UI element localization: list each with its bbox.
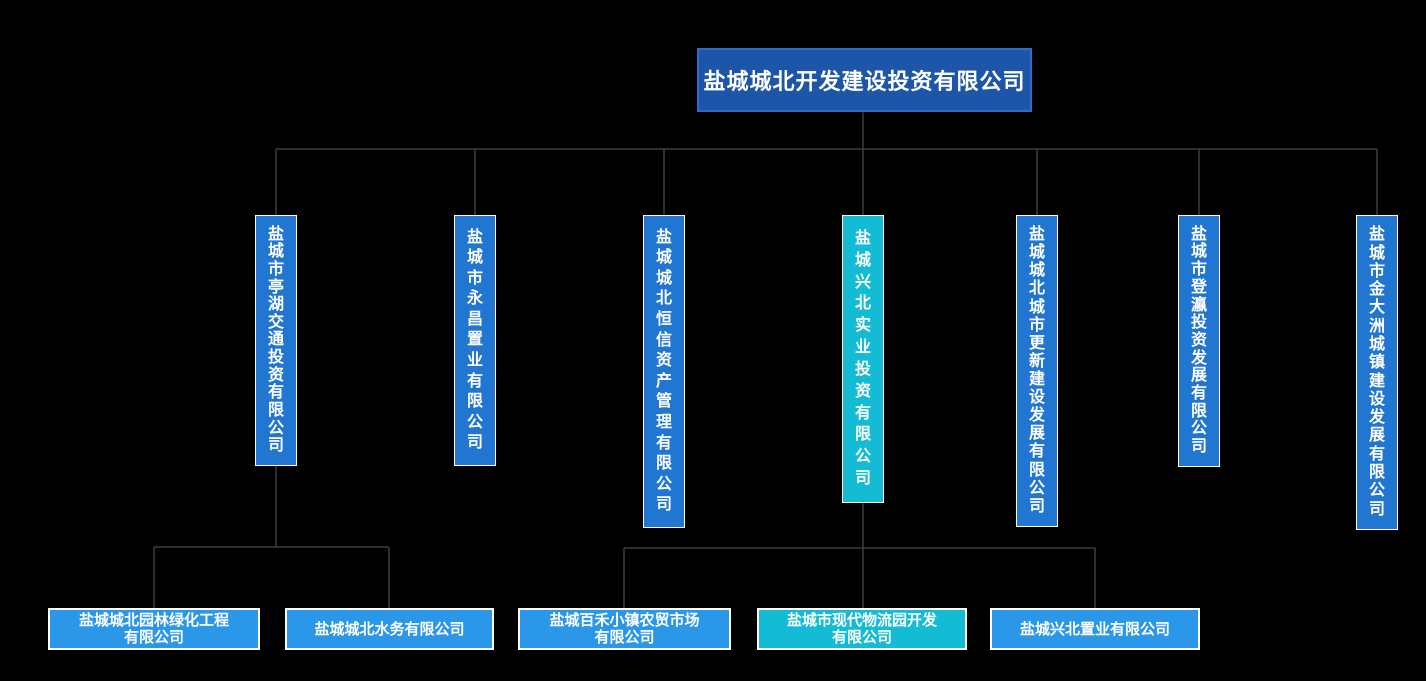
connector-path-right-subtree	[623, 503, 1096, 608]
org-node-leaf-3-label-line1: 盐城百禾小镇农贸市场	[549, 612, 700, 629]
org-node-branch-2-label: 盐城市永昌置业有限公司	[466, 228, 483, 452]
org-node-leaf-2: 盐城城北水务有限公司	[285, 608, 494, 650]
org-node-branch-6: 盐城市登瀛投资发展有限公司	[1178, 215, 1220, 467]
org-node-leaf-3-label-line2: 有限公司	[594, 629, 655, 646]
org-node-leaf-4-label-line1: 盐城市现代物流园开发	[786, 612, 937, 629]
org-node-leaf-4-label-line2: 有限公司	[831, 629, 892, 646]
org-node-leaf-3: 盐城百禾小镇农贸市场 有限公司	[518, 608, 731, 650]
org-node-root: 盐城城北开发建设投资有限公司	[697, 48, 1032, 112]
org-node-branch-3-label: 盐城城北恒信资产管理有限公司	[655, 228, 672, 514]
connector-path-top	[275, 112, 1378, 215]
org-node-leaf-1-label-line2: 有限公司	[123, 629, 184, 646]
org-node-leaf-1: 盐城城北园林绿化工程 有限公司	[48, 608, 260, 650]
org-node-branch-2: 盐城市永昌置业有限公司	[454, 215, 496, 466]
org-node-branch-4-label: 盐城兴北实业投资有限公司	[854, 229, 871, 488]
org-node-leaf-5: 盐城兴北置业有限公司	[990, 608, 1200, 650]
org-node-branch-6-label: 盐城市登瀛投资发展有限公司	[1190, 225, 1207, 456]
org-node-branch-7: 盐城市金大洲城镇建设发展有限公司	[1356, 215, 1398, 530]
org-node-branch-1-label: 盐城市亭湖交通投资有限公司	[267, 225, 284, 455]
org-node-branch-5-label: 盐城城北城市更新建设发展有限公司	[1028, 226, 1045, 515]
org-node-leaf-5-label-line1: 盐城兴北置业有限公司	[1019, 620, 1170, 638]
org-node-branch-3: 盐城城北恒信资产管理有限公司	[643, 215, 685, 528]
org-node-leaf-4: 盐城市现代物流园开发 有限公司	[757, 608, 967, 650]
org-node-branch-4: 盐城兴北实业投资有限公司	[842, 215, 884, 503]
connector-path-left-subtree	[153, 466, 390, 608]
org-node-leaf-1-label-line1: 盐城城北园林绿化工程	[78, 612, 229, 629]
org-node-branch-5: 盐城城北城市更新建设发展有限公司	[1016, 215, 1058, 527]
org-node-leaf-2-label-line1: 盐城城北水务有限公司	[314, 620, 465, 638]
org-node-root-label: 盐城城北开发建设投资有限公司	[703, 69, 1026, 94]
org-node-branch-1: 盐城市亭湖交通投资有限公司	[255, 215, 297, 466]
org-node-branch-7-label: 盐城市金大洲城镇建设发展有限公司	[1368, 226, 1385, 518]
